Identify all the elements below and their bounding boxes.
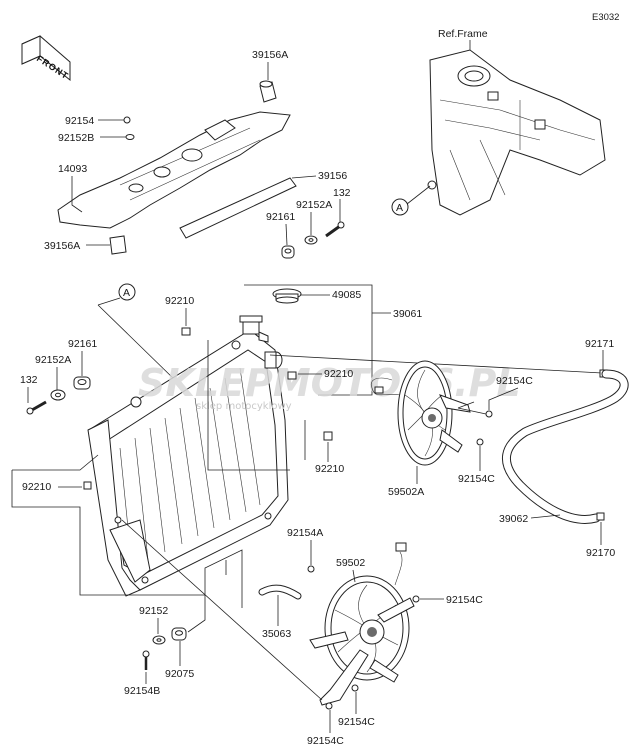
bolt-92154C-c	[412, 595, 420, 603]
clamp-92170	[596, 512, 605, 521]
bolt-icon	[123, 116, 131, 124]
label-92154C-e: 92154C	[307, 735, 344, 747]
grommet-92161-left	[73, 376, 91, 390]
diagram-code: E3032	[592, 12, 619, 23]
label-92210-b: 92210	[22, 481, 51, 493]
label-92075: 92075	[165, 668, 194, 680]
collar-92152A-left	[50, 389, 66, 401]
fan-59502A	[370, 360, 471, 466]
label-92154A: 92154A	[287, 527, 323, 539]
label-132-left: 132	[20, 374, 38, 386]
front-arrow-icon: FRONT	[21, 35, 71, 81]
clip-92210-d	[323, 431, 333, 441]
hose-35063	[258, 584, 302, 600]
rubber-damper-top	[259, 80, 277, 103]
radiator-shroud	[57, 111, 291, 229]
bolt-92154C-e	[325, 702, 333, 710]
marker-a-left-label: A	[123, 287, 130, 299]
label-39156A-top: 39156A	[252, 49, 288, 61]
rubber-strip	[179, 177, 297, 239]
bolt-92154C-a	[485, 410, 493, 418]
label-59502A: 59502A	[388, 486, 424, 498]
bolt-132-top	[325, 221, 345, 238]
label-35063: 35063	[262, 628, 291, 640]
washer-icon	[125, 134, 135, 140]
grommet-92161-top	[281, 245, 295, 259]
label-92154C-d: 92154C	[338, 716, 375, 728]
radiator-cap	[272, 288, 302, 304]
label-92152B: 92152B	[58, 132, 94, 144]
label-92210-c: 92210	[324, 368, 353, 380]
clip-92210-a	[181, 327, 191, 336]
label-39156: 39156	[318, 170, 347, 182]
bolt-92154C-b	[476, 438, 484, 446]
label-39156A-bottom: 39156A	[44, 240, 80, 252]
bolt-92154A	[307, 565, 315, 573]
label-92161-top: 92161	[266, 211, 295, 223]
label-92210-d: 92210	[315, 463, 344, 475]
label-92154C-c: 92154C	[446, 594, 483, 606]
label-132-top: 132	[333, 187, 351, 199]
label-92152A-top: 92152A	[296, 199, 332, 211]
label-92154: 92154	[65, 115, 94, 127]
frame-assembly	[427, 49, 606, 216]
rubber-damper-bottom	[109, 235, 127, 255]
marker-a-frame	[391, 198, 409, 216]
bolt-92154B	[142, 650, 150, 670]
label-92171: 92171	[585, 338, 614, 350]
collar-92152	[152, 635, 166, 645]
label-92161-left: 92161	[68, 338, 97, 350]
radiator	[87, 315, 289, 597]
bolt-132-left	[26, 400, 47, 415]
label-92210-a: 92210	[165, 295, 194, 307]
label-39062: 39062	[499, 513, 528, 525]
label-14093: 14093	[58, 163, 87, 175]
label-92154C-b: 92154C	[458, 473, 495, 485]
watermark-sub: sklep motocyklowy	[196, 401, 292, 412]
label-39061: 39061	[393, 308, 422, 320]
watermark: SKLEPMOTO46.PL	[138, 361, 521, 405]
label-49085: 49085	[332, 289, 361, 301]
label-92152A-left: 92152A	[35, 354, 71, 366]
overflow-hose-39062	[501, 369, 629, 524]
marker-a-left	[118, 283, 136, 301]
grommet-92075	[171, 627, 187, 641]
label-92154C-a: 92154C	[496, 375, 533, 387]
clip-92210-c	[287, 371, 297, 380]
ref-frame-label: Ref.Frame	[438, 28, 488, 40]
fan-59502	[309, 542, 415, 706]
label-92154B: 92154B	[124, 685, 160, 697]
marker-a-frame-label: A	[396, 202, 403, 214]
label-92170: 92170	[586, 547, 615, 559]
collar-92152A-top	[304, 235, 318, 245]
bolt-92154C-d	[351, 684, 359, 692]
label-59502: 59502	[336, 557, 365, 569]
clip-92210-b	[83, 481, 92, 490]
label-92152: 92152	[139, 605, 168, 617]
